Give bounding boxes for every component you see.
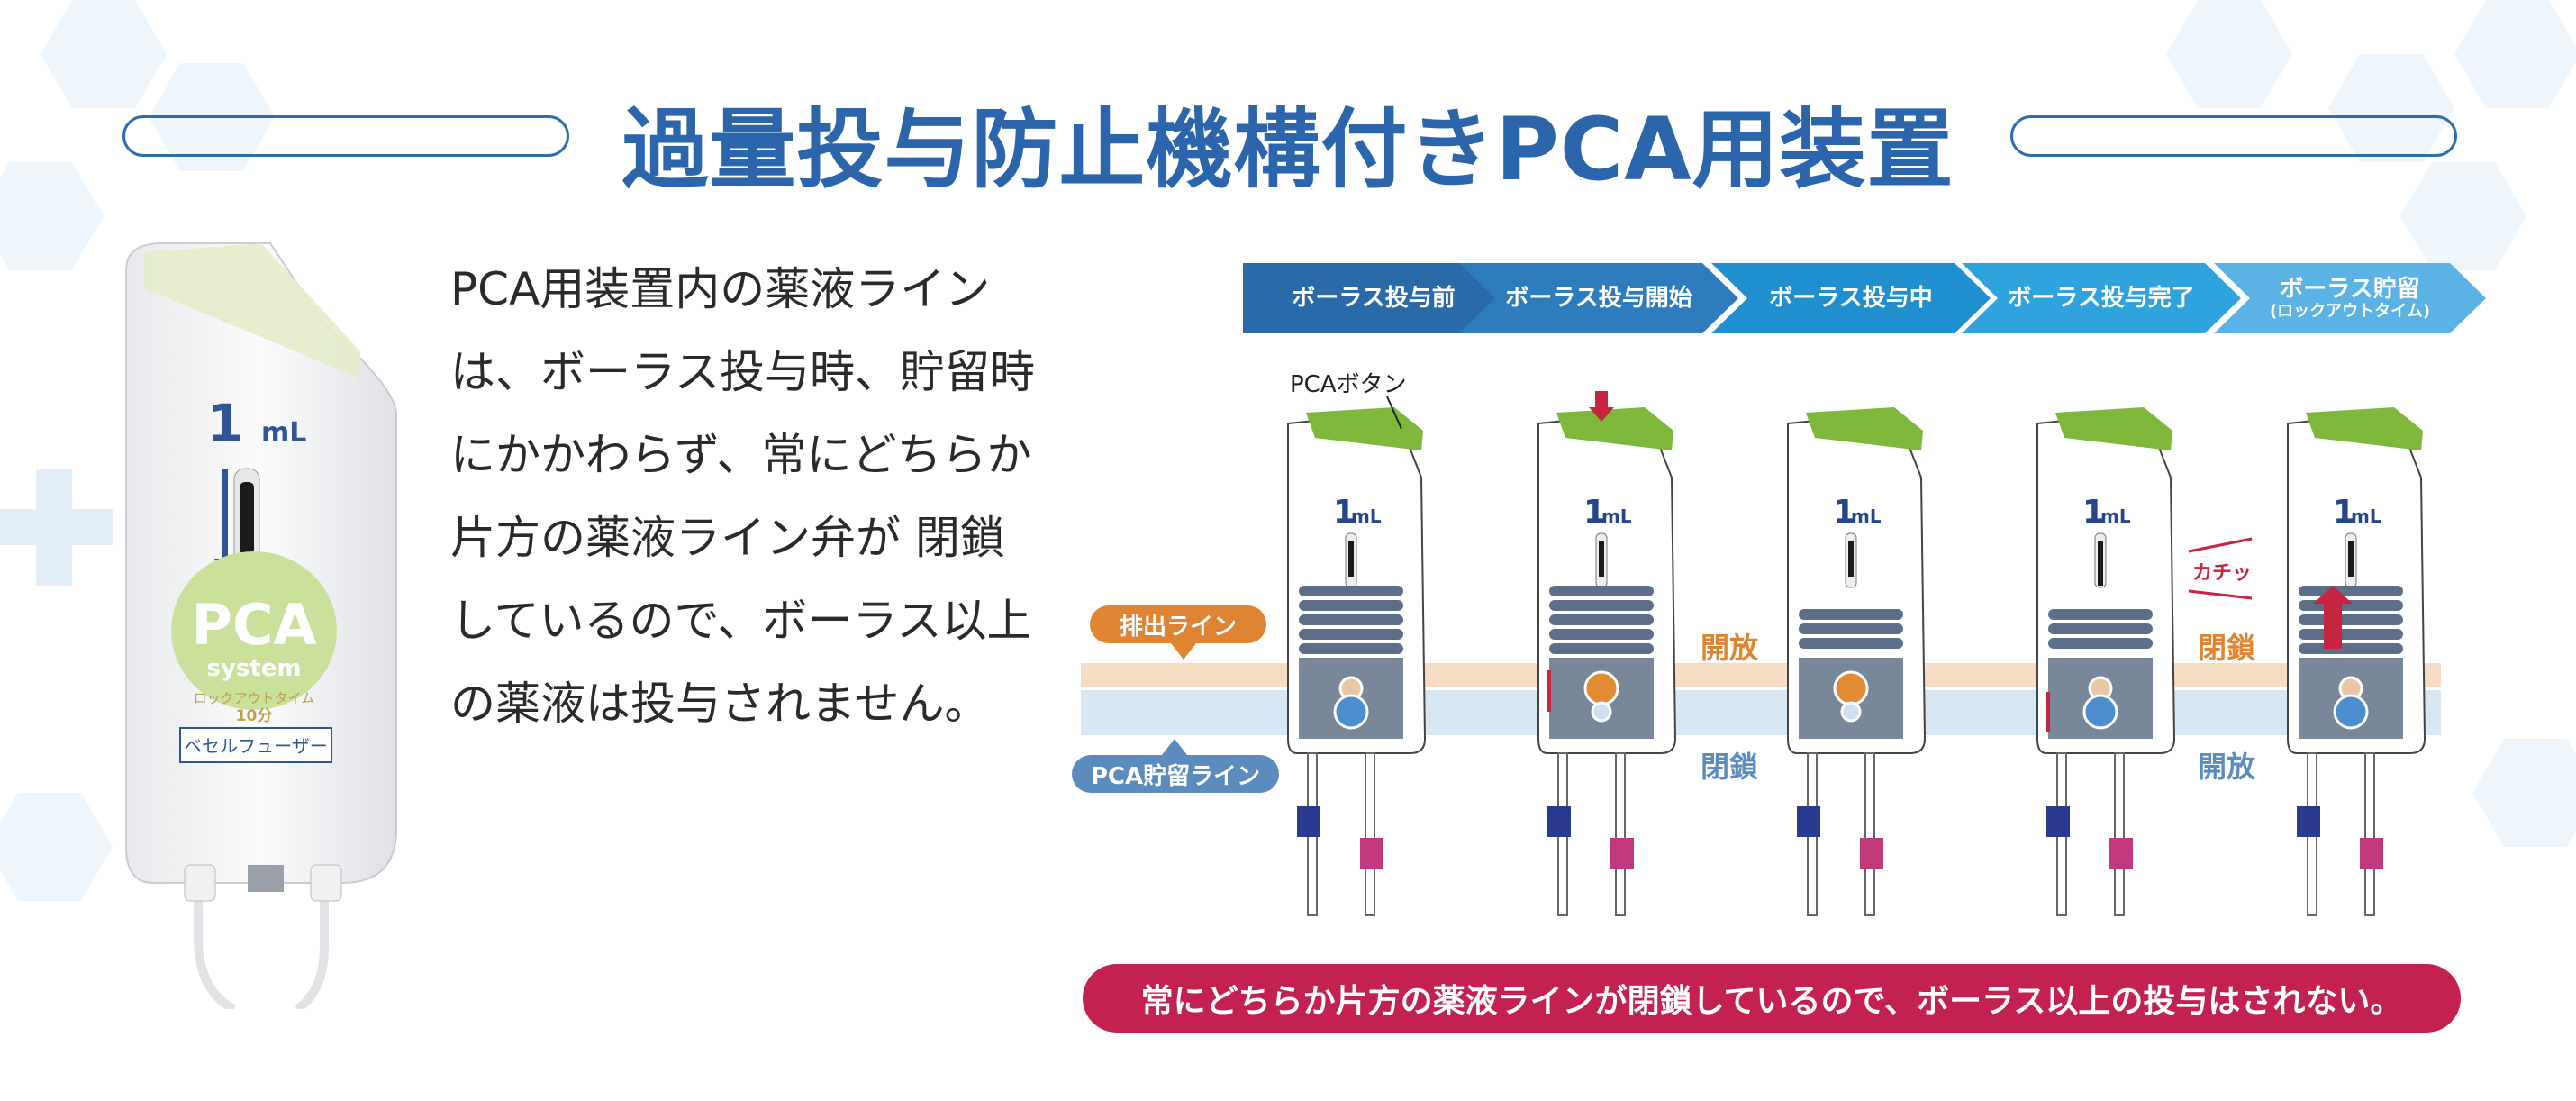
description-line: しているので、ボーラス以上	[450, 595, 1032, 647]
discharge-line-label: 排出ライン	[1090, 605, 1266, 660]
description-line: 片方の薬液ライン弁が 閉鎖	[450, 512, 1005, 564]
click-sound-label: カチッ	[2192, 562, 2253, 585]
pca-button-label: PCAボタン	[1290, 371, 1407, 398]
reservoir-line-label: PCA貯留ライン	[1072, 739, 1279, 793]
lockout-value: 10分	[236, 707, 273, 725]
step-before-bolus: ボーラス投与前	[1243, 263, 1504, 333]
state-open-label: 開放	[2198, 750, 2256, 784]
step-label: ボーラス投与中	[1769, 285, 1933, 312]
state-open-label: 開放	[1701, 631, 1759, 665]
step-bolus-reservoir: ボーラス貯留(ロックアウトタイム)	[2214, 263, 2486, 333]
description-line: の薬液は投与されません。	[450, 678, 990, 730]
title-decoration-left	[122, 115, 569, 157]
description-line: PCA用装置内の薬液ライン	[450, 263, 991, 315]
footer-banner: 常にどちらか片方の薬液ラインが閉鎖しているので、ボーラス以上の投与はされない。	[1083, 964, 2461, 1033]
device-volume: 1	[207, 393, 243, 454]
device-logo: PCA	[192, 592, 317, 658]
title-decoration-right	[2010, 115, 2457, 157]
device-volume-unit: mL	[261, 417, 306, 449]
step-label: ボーラス投与前	[1292, 285, 1456, 312]
pca-device-illustration: 1 mL PCA system ロックアウトタイム 10分 ベセルフューザー	[125, 242, 397, 1009]
state-closed-label: 閉鎖	[2198, 631, 2256, 665]
step-bolus-start: ボーラス投与開始	[1459, 263, 1738, 333]
description-line: は、ボーラス投与時、貯留時	[450, 346, 1035, 398]
brand-label: ベセルフューザー	[184, 735, 328, 757]
step-bolus-complete: ボーラス投与完了	[1962, 263, 2241, 333]
description-line: にかかわらず、常にどちらか	[450, 429, 1032, 481]
step-label: ボーラス投与開始	[1505, 285, 1692, 312]
step-label: ボーラス投与完了	[2008, 285, 2195, 312]
lockout-text: ロックアウトタイム	[194, 690, 315, 706]
step-bolus-during: ボーラス投与中	[1711, 263, 1991, 333]
description-text: PCA用装置内の薬液ライン は、ボーラス投与時、貯留時 にかかわらず、常にどちら…	[450, 248, 1063, 745]
step-label: ボーラス貯留	[2280, 276, 2420, 303]
page-title: 過量投与防止機構付きPCA用装置	[621, 99, 1955, 200]
device-logo-sub: system	[206, 655, 301, 682]
state-closed-label: 閉鎖	[1701, 750, 1759, 784]
step-sublabel: (ロックアウトタイム)	[2269, 302, 2431, 321]
